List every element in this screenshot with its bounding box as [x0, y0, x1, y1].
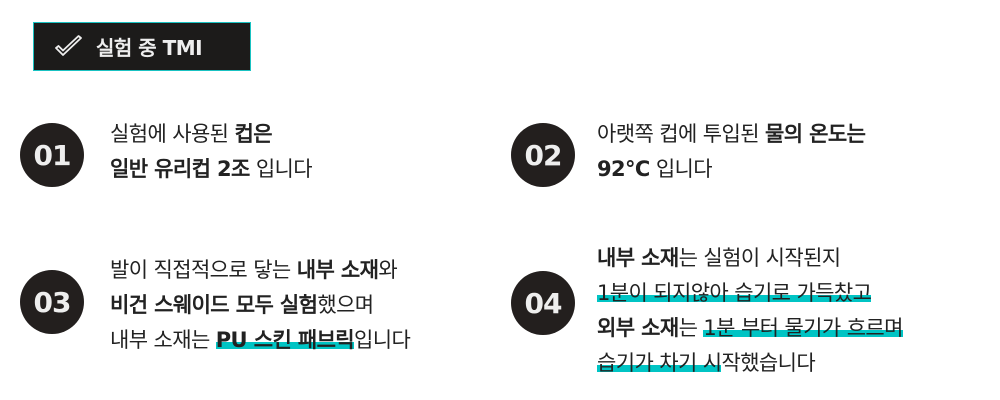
text-segment: 와 — [378, 258, 398, 282]
highlighted-text: PU 스킨 패브릭 — [215, 328, 355, 352]
text-line: 습기가 차기 시작했습니다 — [597, 346, 903, 381]
text-line: 발이 직접적으로 닿는 내부 소재와 — [110, 253, 410, 288]
item-number: 02 — [511, 123, 575, 187]
highlighted-text: 1분이 되지않아 습기로 가득찼고 — [597, 281, 872, 305]
bold-text: 일반 유리컵 2조 — [110, 157, 250, 181]
text-segment: 는 실험이 시작된지 — [678, 246, 842, 270]
highlighted-text: 1분 부터 물기가 흐르며 — [703, 316, 903, 340]
text-line: 92°C 입니다 — [597, 152, 865, 187]
badge-title: 실험 중 TMI — [96, 36, 203, 60]
text-segment: 실험에 사용된 — [110, 122, 235, 146]
section-badge: 실험 중 TMI — [33, 22, 251, 71]
text-segment: 발이 직접적으로 닿는 — [110, 258, 297, 282]
bold-text: 비건 스웨이드 모두 실험 — [110, 293, 318, 317]
item-number: 01 — [20, 123, 84, 187]
text-line: 비건 스웨이드 모두 실험했으며 — [110, 288, 410, 323]
text-line: 내부 소재는 PU 스킨 패브릭입니다 — [110, 323, 411, 358]
text-segment: 했으며 — [317, 293, 374, 317]
bold-text: 내부 소재 — [296, 258, 379, 282]
text-segment: 입니다 — [649, 157, 713, 181]
text-line: 일반 유리컵 2조 입니다 — [110, 152, 313, 187]
text-segment: 는 — [678, 316, 704, 340]
text-line: 실험에 사용된 컵은 — [110, 117, 312, 152]
text-line: 외부 소재는 1분 부터 물기가 흐르며 — [597, 311, 903, 346]
highlighted-text: 습기가 차기 시 — [597, 351, 722, 375]
item-number: 03 — [20, 270, 84, 334]
bold-text: 컵은 — [234, 122, 272, 146]
bold-text: 외부 소재 — [597, 316, 679, 340]
text-segment: 작했습니다 — [721, 351, 816, 375]
text-segment: 내부 소재는 — [110, 328, 216, 352]
text-line: 내부 소재는 실험이 시작된지 — [597, 241, 903, 276]
text-line: 1분이 되지않아 습기로 가득찼고 — [597, 276, 903, 311]
text-line: 아랫쪽 컵에 투입된 물의 온도는 — [597, 117, 866, 152]
check-icon — [55, 34, 82, 56]
item-number: 04 — [511, 271, 575, 335]
text-segment: 입니다 — [354, 328, 411, 352]
bold-text: 물의 온도는 — [765, 122, 866, 146]
text-segment: 입니다 — [249, 157, 313, 181]
bold-text: 92°C — [597, 157, 650, 181]
text-segment: 아랫쪽 컵에 투입된 — [597, 122, 765, 146]
bold-text: 내부 소재 — [597, 246, 679, 270]
